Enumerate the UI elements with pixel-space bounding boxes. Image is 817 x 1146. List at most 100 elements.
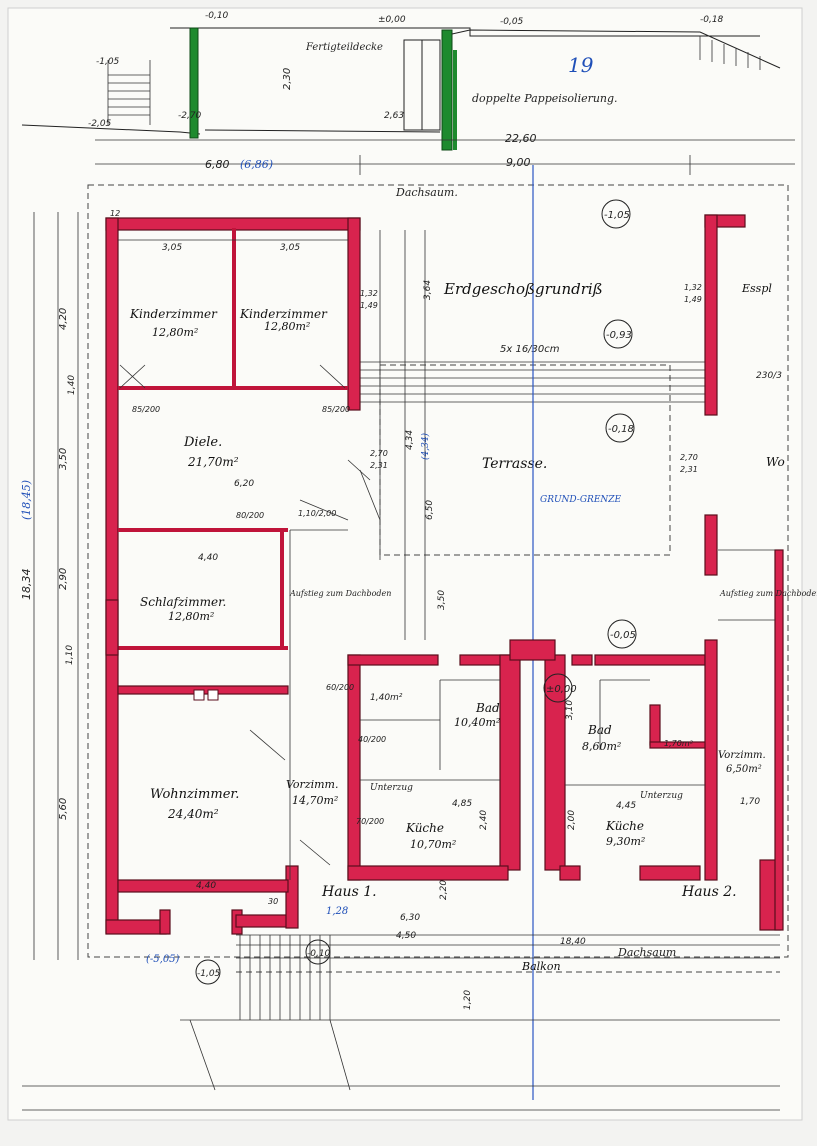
section-height-230: 2,30 <box>282 68 293 90</box>
section-top-1: -0,10 <box>205 11 229 21</box>
house-1-label: Haus 1. <box>321 884 377 900</box>
dim-80-200: 80/200 <box>236 511 264 520</box>
right-edge-1: Esspl <box>741 282 772 295</box>
dim-305a: 3,05 <box>162 243 182 253</box>
section-height-263: 2,63 <box>384 111 404 121</box>
dim-364: 3,64 <box>423 280 433 300</box>
dim-left-width: 6,80 <box>205 158 230 171</box>
dim-440a: 4,40 <box>198 553 218 563</box>
slab-label: Fertigteildecke <box>305 42 383 53</box>
dim-420: 4,20 <box>58 308 69 330</box>
level-3: -0,18 <box>608 424 634 435</box>
dim-terrace-width: 9,00 <box>506 156 531 169</box>
dim-231b: 2,31 <box>680 465 698 474</box>
dim-440b: 4,40 <box>196 881 216 891</box>
balcony-label: Balkon <box>521 960 561 973</box>
attic-stair-2: Aufstieg zum Dachboden <box>719 589 817 598</box>
level-6: -0,10 <box>307 949 331 959</box>
balcony-steps <box>189 935 351 1091</box>
dim-270a: 2,70 <box>370 449 388 458</box>
dim-85-200: 85/200 <box>132 405 160 414</box>
dim-132a: 1,32 <box>360 289 378 298</box>
room-labels: Kinderzimmer 12,80m² Kinderzimmer 12,80m… <box>129 280 766 917</box>
insulation-label: doppelte Pappeisolierung. <box>472 92 618 105</box>
room-name-bad1: Bad <box>475 701 500 715</box>
room-name-terrasse: Terrasse. <box>482 456 547 472</box>
house-2-label: Haus 2. <box>681 884 737 900</box>
eave-top-label: Dachsaum. <box>395 186 458 199</box>
slab-bottom-line <box>204 129 441 133</box>
beam-1: Unterzug <box>370 783 413 793</box>
stairs-note: 5x 16/30cm <box>500 344 560 355</box>
dim-total-height-alt: (18,45) <box>20 480 33 520</box>
dim-434: 4,34 <box>405 430 415 450</box>
level-5: ±0,00 <box>546 684 577 695</box>
plan-title: Erdgeschoßgrundriß <box>443 280 603 298</box>
section-wall-right <box>441 29 453 151</box>
dim-total-width: 22,60 <box>505 132 537 145</box>
dim-445: 4,45 <box>616 801 636 811</box>
room-area-wohn: 24,40m² <box>167 807 219 821</box>
room-area-vorzimm2: 6,50m² <box>726 764 762 775</box>
dim-310: 3,10 <box>565 700 575 720</box>
dim-290: 2,90 <box>58 568 69 590</box>
right-edge-2: Wo <box>766 455 785 469</box>
dim-485: 4,85 <box>452 799 472 809</box>
room-area-schlaf: 12,80m² <box>168 610 214 623</box>
wc-area: 1,40m² <box>370 693 403 703</box>
dimension-labels: 3,05 3,05 6,20 4,40 4,40 3,64 4,34 (4,34… <box>110 209 760 906</box>
dim-220: 2,20 <box>439 880 449 900</box>
level-8: (-5,05) <box>146 954 180 965</box>
level-2: -0,93 <box>606 330 632 341</box>
section-wall-left <box>189 27 199 139</box>
level-4: -0,05 <box>610 630 636 641</box>
dim-630: 6,30 <box>400 913 420 923</box>
interior-linework <box>118 230 775 880</box>
room-area-vorzimm: 14,70m² <box>292 794 338 807</box>
room-area-diele: 21,70m² <box>187 455 239 469</box>
wc2-area: 1,70m² <box>664 739 694 748</box>
section-roof-green <box>451 29 781 69</box>
notes: Aufstieg zum Dachboden Aufstieg zum Dach… <box>289 282 817 801</box>
section-level-left2: -2,05 <box>88 119 112 129</box>
section-top-4: -0,18 <box>700 15 724 25</box>
right-edge-3: 230/3 <box>756 371 782 381</box>
room-area-kinder1: 12,80m² <box>152 326 198 339</box>
dim-left-width-alt: (6,86) <box>240 158 273 171</box>
section-top-3: -0,05 <box>500 17 524 27</box>
dim-40-200: 40/200 <box>358 735 386 744</box>
dim-560: 5,60 <box>58 798 69 820</box>
room-name-schlaf: Schlafzimmer. <box>140 595 226 609</box>
section-view: Fertigteildecke doppelte Pappeisolierung… <box>21 11 781 151</box>
dim-110-200: 1,10/2,00 <box>298 509 336 518</box>
bottom-area: Balkon Dachsaum 18,40 6,30 4,50 1,20 <box>22 913 780 1111</box>
room-name-vorzimm2: Vorzimm. <box>718 750 766 761</box>
room-name-kueche2: Küche <box>605 819 644 833</box>
dim-total-height: 18,34 <box>20 569 33 601</box>
walls <box>105 214 784 935</box>
level-1: -1,05 <box>604 210 630 221</box>
dim-231a: 2,31 <box>370 461 388 470</box>
dim-110: 1,10 <box>65 645 75 665</box>
room-name-wohn: Wohnzimmer. <box>150 787 239 802</box>
dim-270b: 2,70 <box>680 453 698 462</box>
room-area-kueche1: 10,70m² <box>410 838 456 851</box>
room-area-kinder2: 12,80m² <box>264 320 310 333</box>
dim-350b: 3,50 <box>437 590 447 610</box>
dim-350: 3,50 <box>58 448 69 470</box>
dim-149a: 1,49 <box>360 301 378 310</box>
dim-60-200: 60/200 <box>326 683 354 692</box>
dim-200: 2,00 <box>567 810 577 830</box>
overall-dimensions: 22,60 6,80 (6,86) 9,00 18,34 (18,45) 4,2… <box>20 132 795 960</box>
eave-bottom-label: Dachsaum <box>617 946 676 959</box>
slab-top-line <box>170 27 760 37</box>
dim-240: 2,40 <box>479 810 489 830</box>
room-name-kinder1: Kinderzimmer <box>129 307 218 321</box>
house-1-level: 1,28 <box>326 906 348 917</box>
room-name-vorzimm: Vorzimm. <box>286 778 339 791</box>
level-7: -1,05 <box>197 969 221 979</box>
dim-132b: 1,32 <box>684 283 702 292</box>
room-area-kueche2: 9,30m² <box>606 835 645 848</box>
